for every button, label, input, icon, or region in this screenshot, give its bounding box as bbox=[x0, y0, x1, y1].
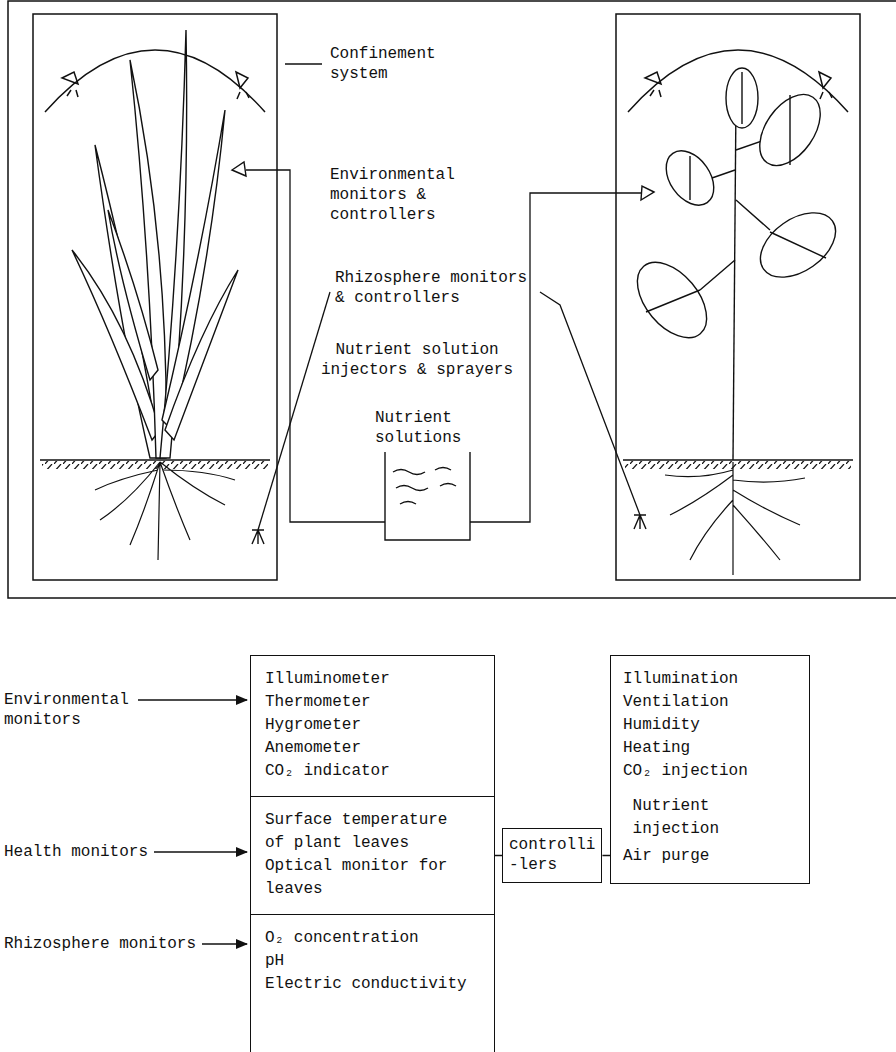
monitor-list-box: Surface temperature of plant leavesOptic… bbox=[250, 796, 495, 915]
list-item: Nutrient injection bbox=[633, 795, 719, 841]
lamp-dome bbox=[45, 50, 265, 112]
monitor-list-box: O₂ concentrationpHElectric conductivity bbox=[250, 914, 495, 1052]
list-item: pH bbox=[265, 950, 484, 973]
actuator-list-box: IlluminationVentilationHumidityHeatingCO… bbox=[610, 655, 810, 884]
callout-label: Confinement system bbox=[330, 44, 447, 84]
input-label: Health monitors bbox=[4, 842, 148, 862]
environment-sensor bbox=[641, 186, 654, 200]
list-item: Air purge bbox=[623, 845, 799, 868]
connector-line bbox=[602, 855, 610, 857]
list-item: O₂ concentration bbox=[265, 927, 484, 950]
lamp bbox=[236, 72, 249, 99]
left-chamber bbox=[33, 14, 277, 580]
input-arrows bbox=[138, 700, 247, 944]
callout-label: Rhizosphere monitors & controllers bbox=[335, 268, 529, 308]
grass-plant bbox=[72, 30, 238, 458]
callout-label: Environmental monitors & controllers bbox=[330, 165, 457, 225]
list-item: Optical monitor for leaves bbox=[265, 855, 459, 901]
controller-label: controlli -lers bbox=[509, 835, 595, 875]
confinement-frame bbox=[8, 1, 896, 598]
ground-line bbox=[623, 459, 853, 461]
rhizosphere-probe bbox=[252, 530, 264, 544]
monitor-list-box: IlluminometerThermometerHygrometerAnemom… bbox=[250, 655, 495, 797]
callout-label: Nutrient solution injectors & sprayers bbox=[320, 340, 514, 380]
lamp bbox=[819, 72, 832, 99]
input-label: Rhizosphere monitors bbox=[4, 934, 196, 954]
leafy-plant bbox=[624, 68, 848, 460]
grass-roots bbox=[95, 462, 235, 560]
nutrient-tank bbox=[385, 452, 470, 540]
input-label: Environmental monitors bbox=[4, 690, 131, 730]
controller-box: controlli -lers bbox=[502, 828, 602, 883]
list-item: Hygrometer bbox=[265, 714, 484, 737]
leafy-roots bbox=[665, 462, 805, 575]
callout-label: Nutrient solutions bbox=[375, 408, 463, 448]
list-item: CO₂ injection bbox=[623, 760, 799, 783]
list-item: Illumination bbox=[623, 668, 799, 691]
list-item: Heating bbox=[623, 737, 799, 760]
rhizosphere-probe bbox=[634, 515, 646, 529]
soil-hatching bbox=[625, 461, 851, 469]
leader-lines bbox=[246, 64, 641, 530]
environment-sensor bbox=[232, 162, 246, 176]
list-item: CO₂ indicator bbox=[265, 760, 484, 783]
ground-line bbox=[40, 459, 270, 461]
connector-line bbox=[495, 855, 502, 857]
list-item: Ventilation bbox=[623, 691, 799, 714]
lamp bbox=[62, 72, 78, 97]
list-item: Electric conductivity bbox=[265, 973, 484, 996]
lamp bbox=[645, 72, 661, 97]
list-item: Humidity bbox=[623, 714, 799, 737]
right-chamber bbox=[616, 14, 860, 580]
list-item: Anemometer bbox=[265, 737, 484, 760]
list-item: Thermometer bbox=[265, 691, 484, 714]
list-item: Illuminometer bbox=[265, 668, 484, 691]
list-item: Surface temperature of plant leaves bbox=[265, 809, 459, 855]
